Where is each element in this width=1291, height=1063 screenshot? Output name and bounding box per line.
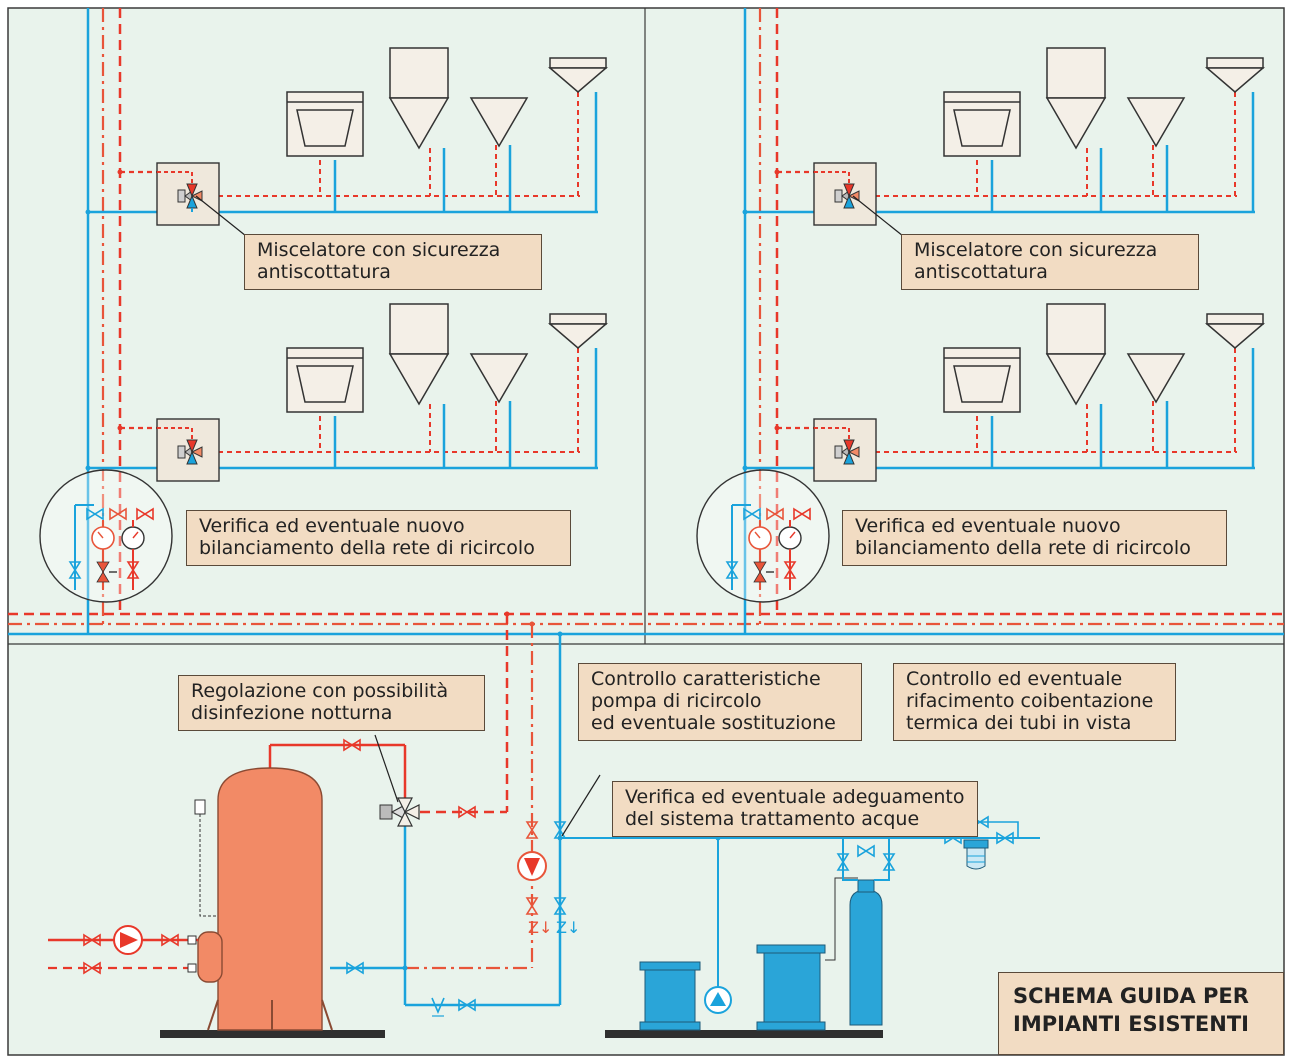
callout-line: Controllo ed eventuale [906,668,1123,690]
callout-line: bilanciamento della rete di ricircolo [855,537,1191,559]
title-line: SCHEMA GUIDA PER [1013,984,1249,1008]
pump-icon [517,851,547,881]
callout-line: antiscottatura [257,261,391,283]
plant-room-piping: Z↓ Z↓ [268,611,1040,1017]
mixing-valve-icon [379,797,420,827]
primary-circuit [48,925,198,974]
diagram-title: SCHEMA GUIDA PER IMPIANTI ESISTENTI [998,972,1284,1055]
callout-water-treatment: Verifica ed eventuale adeguamento del si… [612,781,978,837]
floor-group-top-right [742,47,1264,226]
balancing-valve-icon [96,561,110,583]
callout-line: Controllo caratteristiche [591,668,821,690]
title-line: IMPIANTI ESISTENTI [1013,1012,1249,1036]
mixing-valve-icon [834,439,860,465]
callout-balancing-left: Verifica ed eventuale nuovo bilanciament… [186,510,571,566]
callout-line: pompa di ricircolo [591,690,762,712]
water-treatment-system [605,816,1040,1038]
callout-line: Verifica ed eventuale nuovo [855,515,1121,537]
filter-icon [963,839,989,870]
callout-line: rifacimento coibentazione [906,690,1154,712]
svg-text:Z↓: Z↓ [528,918,552,937]
callout-line: Verifica ed eventuale adeguamento [625,786,965,808]
mixing-valve-icon [834,183,860,209]
callout-pump-check: Controllo caratteristiche pompa di ricir… [578,663,862,741]
callout-insulation: Controllo ed eventuale rifacimento coibe… [893,663,1176,741]
pump-icon [704,986,732,1014]
callout-line: Verifica ed eventuale nuovo [199,515,465,537]
callout-line: termica dei tubi in vista [906,712,1132,734]
callout-regulation: Regolazione con possibilità disinfezione… [178,675,485,731]
floor-group-bottom-left [85,303,607,482]
callout-mixer-top-right: Miscelatore con sicurezza antiscottatura [901,234,1199,290]
callout-line: disinfezione notturna [191,702,393,724]
callout-line: del sistema trattamento acque [625,808,920,830]
floor-group-bottom-right [742,303,1264,482]
hot-water-tank [160,767,385,1038]
floor-group-top-left [85,47,607,226]
callout-balancing-right: Verifica ed eventuale nuovo bilanciament… [842,510,1227,566]
callout-mixer-top-left: Miscelatore con sicurezza antiscottatura [244,234,542,290]
callout-line: ed eventuale sostituzione [591,712,836,734]
mixing-valve-icon [177,439,203,465]
callout-line: Miscelatore con sicurezza [914,239,1158,261]
callout-line: antiscottatura [914,261,1048,283]
callout-line: Regolazione con possibilità [191,680,449,702]
callout-line: Miscelatore con sicurezza [257,239,501,261]
pump-icon [113,925,143,955]
check-valve-icon [431,997,445,1015]
svg-text:Z↓: Z↓ [556,918,580,937]
callout-line: bilanciamento della rete di ricircolo [199,537,535,559]
balancing-detail-left [39,469,173,603]
balancing-detail-right [696,469,830,603]
